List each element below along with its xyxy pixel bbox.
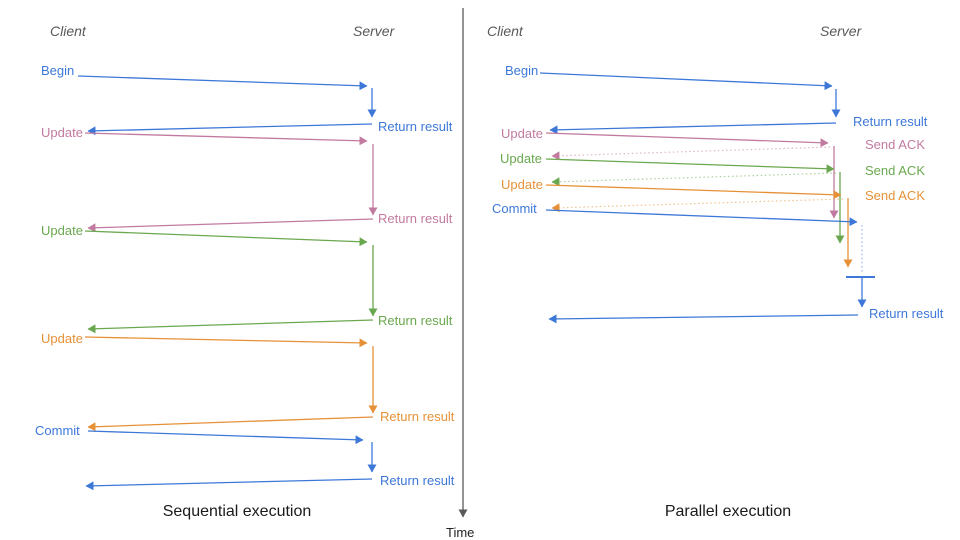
seq-caption: Sequential execution [162, 503, 312, 520]
par-update3-request-arrow [545, 184, 842, 200]
seq-update3-label: Update [41, 331, 83, 346]
par-return-result-label-bottom: Return result [869, 306, 944, 321]
seq-client-label: Client [50, 23, 86, 39]
seq-begin-request-arrow [77, 75, 368, 91]
seq-update1-request-arrow [84, 132, 368, 146]
seq-update2-label: Update [41, 223, 83, 238]
par-update2-request-arrow [545, 158, 835, 174]
seq-return-result-label-4: Return result [380, 409, 455, 424]
par-update2-label: Update [500, 151, 542, 166]
par-update3-label: Update [501, 177, 543, 192]
par-commit-request-arrow [545, 209, 858, 227]
par-begin-return-arrow [549, 122, 837, 135]
par-begin-label: Begin [505, 63, 539, 78]
seq-commit-return-arrow [85, 478, 373, 491]
par-update1-ack-arrow [551, 146, 831, 161]
seq-update1-return-arrow [87, 218, 374, 233]
seq-update3-return-arrow [87, 416, 374, 432]
par-commit-return-arrow [548, 314, 859, 324]
par-caption: Parallel execution [664, 503, 792, 520]
par-update1-label: Update [501, 126, 543, 141]
par-server-label: Server [820, 23, 862, 39]
par-return-result-label-top: Return result [853, 114, 928, 129]
seq-update2-return-arrow [87, 319, 374, 334]
seq-update2-request-arrow [84, 230, 368, 247]
par-update2-ack-arrow [551, 172, 837, 187]
seq-update3-request-arrow [84, 336, 368, 348]
seq-update1-label: Update [41, 125, 83, 140]
seq-commit-request-arrow [87, 430, 364, 445]
time-axis-label: Time [446, 525, 475, 540]
seq-begin-label: Begin [41, 63, 75, 78]
seq-return-result-label-1: Return result [378, 119, 453, 134]
seq-return-result-label-5: Return result [380, 473, 455, 488]
par-begin-request-arrow [539, 72, 833, 91]
par-send-ack-label-1: Send ACK [865, 137, 925, 152]
par-update3-ack-arrow [551, 198, 844, 213]
par-client-label: Client [487, 23, 523, 39]
par-send-ack-label-3: Send ACK [865, 188, 925, 203]
seq-return-result-label-3: Return result [378, 313, 453, 328]
par-update1-request-arrow [545, 132, 829, 148]
seq-begin-return-arrow [87, 123, 373, 136]
seq-server-label: Server [353, 23, 395, 39]
seq-return-result-label-2: Return result [378, 211, 453, 226]
par-commit-label: Commit [492, 201, 537, 216]
seq-commit-label: Commit [35, 423, 80, 438]
par-send-ack-label-2: Send ACK [865, 163, 925, 178]
